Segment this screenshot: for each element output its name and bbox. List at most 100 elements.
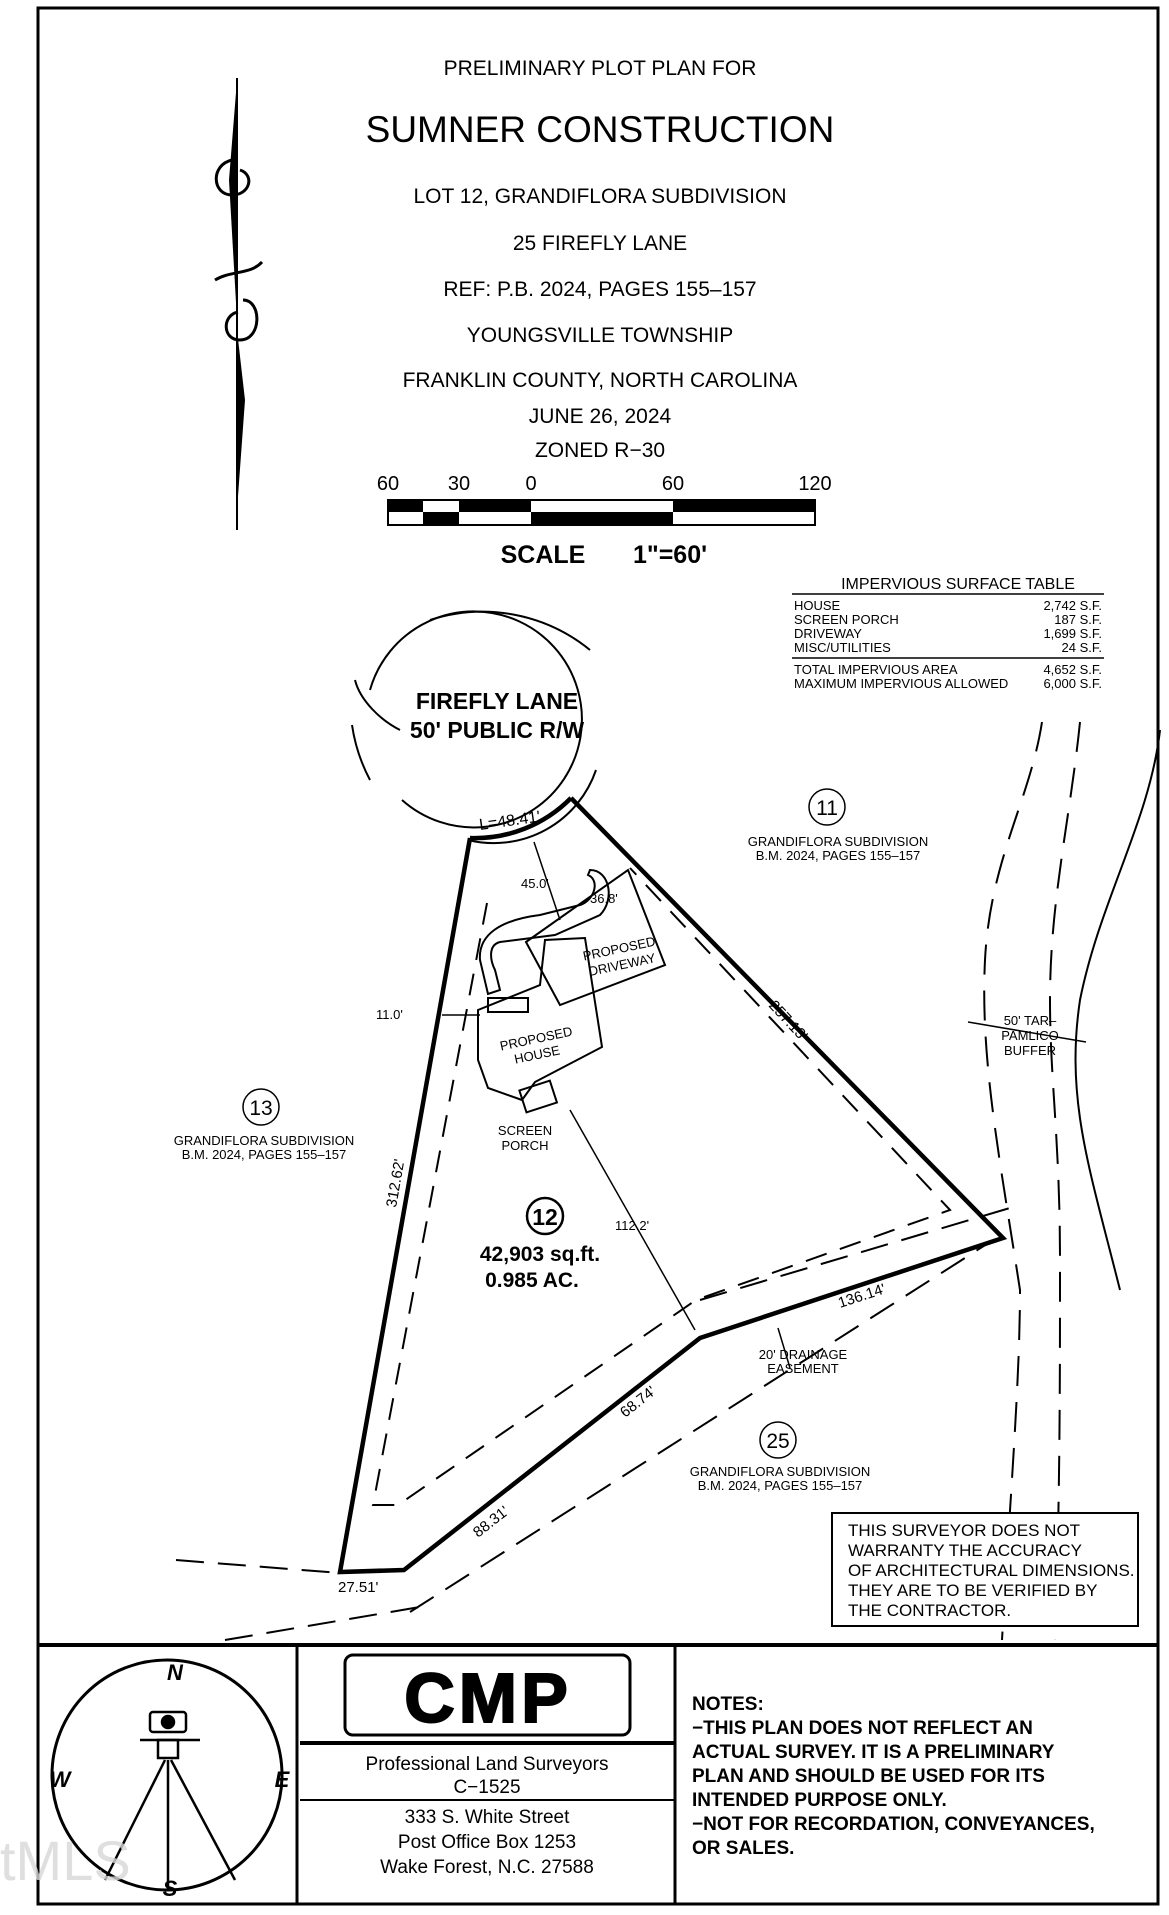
note-line: OR SALES.	[692, 1838, 794, 1859]
proposed-driveway	[478, 868, 610, 996]
north-arrow-icon	[214, 78, 264, 530]
note-line: ACTUAL SURVEY. IT IS A PRELIMINARY	[692, 1742, 1055, 1763]
lot-13-name: GRANDIFLORA SUBDIVISION	[174, 1133, 355, 1148]
title-line1: PRELIMINARY PLOT PLAN FOR	[444, 57, 757, 80]
table-row-label: DRIVEWAY	[794, 626, 862, 641]
garage-step	[487, 997, 529, 1013]
buffer-label: PAMLICO	[1001, 1028, 1059, 1043]
title-address: 25 FIREFLY LANE	[513, 232, 687, 255]
table-title: IMPERVIOUS SURFACE TABLE	[841, 576, 1075, 593]
buffer-label: 50' TAR–	[1004, 1013, 1057, 1028]
compass-emblem-icon: N S W E	[50, 1658, 291, 1901]
firm-logo: CMP	[404, 1659, 572, 1737]
compass-e: E	[275, 1767, 291, 1792]
proposed-driveway-pad	[524, 868, 667, 1007]
south-dim-d: 27.51'	[338, 1579, 379, 1596]
adjoining-lots: 11 GRANDIFLORA SUBDIVISION B.M. 2024, PA…	[174, 788, 929, 1493]
disclaimer-line: OF ARCHITECTURAL DIMENSIONS.	[848, 1561, 1135, 1580]
title-lot: LOT 12, GRANDIFLORA SUBDIVISION	[413, 185, 786, 208]
table-total-label: TOTAL IMPERVIOUS AREA	[794, 662, 958, 677]
table-row-label: MISC/UTILITIES	[794, 640, 891, 655]
firm-address: Post Office Box 1253	[398, 1832, 576, 1853]
note-line: −THIS PLAN DOES NOT REFLECT AN	[692, 1718, 1033, 1739]
scale-tick-label: 120	[798, 473, 831, 495]
driveway-side-dim: 36.8'	[590, 891, 618, 906]
lot-12-boundary	[175, 721, 1161, 1641]
lot-25-ref: B.M. 2024, PAGES 155–157	[698, 1478, 863, 1493]
scale-tick-label: 60	[662, 473, 684, 495]
disclaimer-box: THIS SURVEYOR DOES NOT WARRANTY THE ACCU…	[831, 1512, 1139, 1627]
porch-label: PORCH	[502, 1138, 549, 1153]
firm-license: C−1525	[453, 1777, 520, 1798]
firm-block: CMP Professional Land Surveyors C−1525 3…	[300, 1653, 675, 1878]
table-row-label: SCREEN PORCH	[794, 612, 899, 627]
title-zoning: ZONED R−30	[535, 439, 665, 462]
house-labels: PROPOSED DRIVEWAY PROPOSED HOUSE SCREEN …	[498, 934, 657, 1153]
title-county: FRANKLIN COUNTY, NORTH CAROLINA	[403, 369, 798, 392]
compass-w: W	[50, 1767, 73, 1792]
dimension-labels: L=48.41' 45.0' 36.8' 11.0' 112.2' 257.13…	[338, 809, 1087, 1596]
lot-12-number: 12	[532, 1204, 558, 1230]
table-row-value: 1,699 S.F.	[1043, 626, 1102, 641]
arc-length: L=48.41'	[478, 809, 541, 834]
firm-address: 333 S. White Street	[405, 1807, 570, 1828]
lot-11-name: GRANDIFLORA SUBDIVISION	[748, 834, 929, 849]
watermark: tMLS	[0, 1829, 131, 1892]
lot-13-number: 13	[249, 1097, 272, 1120]
scale-value: 1"=60'	[633, 541, 707, 569]
scale-bar: 60 30 0 60 120 SCALE 1"=60'	[377, 473, 832, 569]
proposed-house	[477, 936, 604, 1102]
south-dim-c: 88.31'	[470, 1503, 512, 1541]
scale-label: SCALE	[501, 541, 586, 569]
drainage-label: 20' DRAINAGE	[759, 1347, 848, 1362]
screen-porch	[518, 1079, 559, 1114]
rear-distance: 112.2'	[615, 1218, 649, 1233]
note-line: NOTES:	[692, 1694, 764, 1715]
table-row-value: 187 S.F.	[1054, 612, 1102, 627]
sheet-border	[36, 6, 1160, 1906]
table-total-value: 4,652 S.F.	[1043, 662, 1102, 677]
table-row-value: 24 S.F.	[1062, 640, 1102, 655]
scale-tick-label: 0	[525, 473, 536, 495]
disclaimer-line: THEY ARE TO BE VERIFIED BY	[848, 1581, 1097, 1600]
lot-13-ref: B.M. 2024, PAGES 155–157	[182, 1147, 347, 1162]
road-name: FIREFLY LANE	[416, 688, 578, 714]
title-client: SUMNER CONSTRUCTION	[366, 109, 835, 150]
title-township: YOUNGSVILLE TOWNSHIP	[467, 324, 733, 347]
notes-block: NOTES: −THIS PLAN DOES NOT REFLECT AN AC…	[692, 1694, 1095, 1859]
front-setback: 45.0'	[521, 876, 549, 891]
table-row-value: 2,742 S.F.	[1043, 598, 1102, 613]
scale-tick-label: 30	[448, 473, 470, 495]
compass-n: N	[167, 1660, 184, 1685]
lot-12-area-sf: 42,903 sq.ft.	[480, 1243, 600, 1266]
impervious-surface-table: IMPERVIOUS SURFACE TABLE HOUSE 2,742 S.F…	[792, 576, 1104, 691]
porch-label: SCREEN	[498, 1123, 552, 1138]
left-setback: 11.0'	[376, 1007, 403, 1022]
compass-s: S	[163, 1876, 178, 1901]
table-row-label: HOUSE	[794, 598, 841, 613]
table-total-label: MAXIMUM IMPERVIOUS ALLOWED	[794, 676, 1008, 691]
note-line: INTENDED PURPOSE ONLY.	[692, 1790, 947, 1811]
firm-tagline: Professional Land Surveyors	[366, 1754, 609, 1775]
lot-11-number: 11	[816, 797, 838, 820]
proposed-improvements	[477, 868, 667, 1114]
note-line: PLAN AND SHOULD BE USED FOR ITS	[692, 1766, 1045, 1787]
disclaimer-line: THIS SURVEYOR DOES NOT	[848, 1521, 1080, 1540]
lot-12-area-ac: 0.985 AC.	[485, 1269, 579, 1292]
tripod-icon	[103, 1710, 237, 1890]
road-rw: 50' PUBLIC R/W	[410, 717, 584, 743]
cul-de-sac: FIREFLY LANE 50' PUBLIC R/W	[351, 610, 597, 845]
scale-tick-label: 60	[377, 473, 399, 495]
lot-25-name: GRANDIFLORA SUBDIVISION	[690, 1464, 871, 1479]
title-ref: REF: P.B. 2024, PAGES 155–157	[443, 278, 756, 301]
disclaimer-line: THE CONTRACTOR.	[848, 1601, 1011, 1620]
buffer-label: BUFFER	[1004, 1043, 1056, 1058]
title-date: JUNE 26, 2024	[529, 405, 672, 428]
drainage-label: EASEMENT	[767, 1361, 839, 1376]
disclaimer-line: WARRANTY THE ACCURACY	[848, 1541, 1082, 1560]
firm-address: Wake Forest, N.C. 27588	[380, 1857, 594, 1878]
lot-11-ref: B.M. 2024, PAGES 155–157	[756, 848, 921, 863]
note-line: −NOT FOR RECORDATION, CONVEYANCES,	[692, 1814, 1095, 1835]
table-total-value: 6,000 S.F.	[1043, 676, 1102, 691]
